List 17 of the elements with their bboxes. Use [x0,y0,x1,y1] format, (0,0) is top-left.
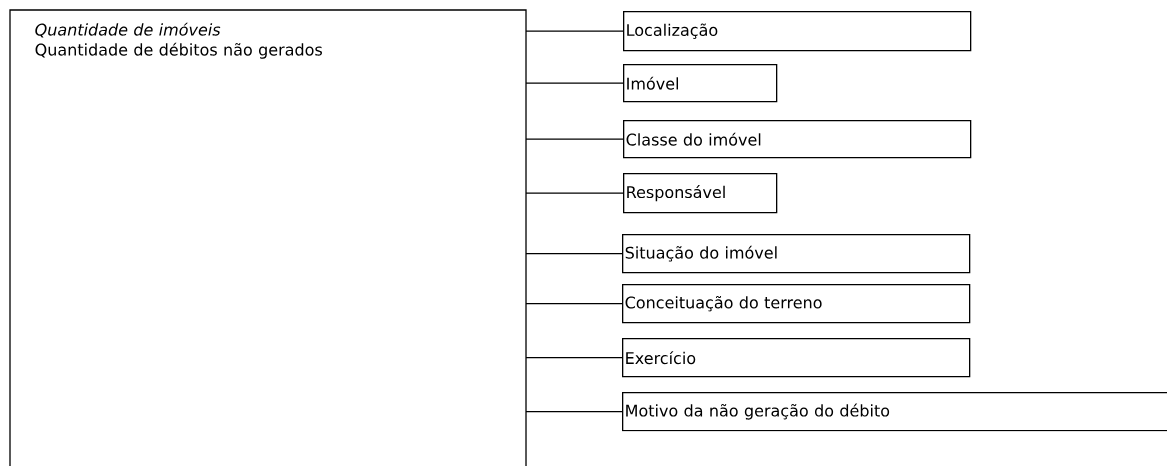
connector-line [525,30,624,32]
attribute-box: Conceituação do terreno [622,284,971,324]
attribute-box: Situação do imóvel [622,234,971,274]
attribute-box: Responsável [623,173,778,214]
attribute-box: Exercício [622,338,971,378]
attribute-box: Localização [623,11,972,52]
connector-line [525,357,623,359]
connector-line [525,303,623,305]
connector-line [525,411,623,413]
connector-line [525,192,624,194]
attribute-box: Imóvel [623,64,778,103]
attribute-box: Motivo da não geração do débito [622,392,1167,432]
connector-line [525,138,624,140]
attribute-box: Classe do imóvel [623,120,972,159]
panel: Quantidade de imóveis Quantidade de débitos não gerados [9,9,527,466]
connector-line [525,253,623,255]
connector-line [525,82,624,84]
